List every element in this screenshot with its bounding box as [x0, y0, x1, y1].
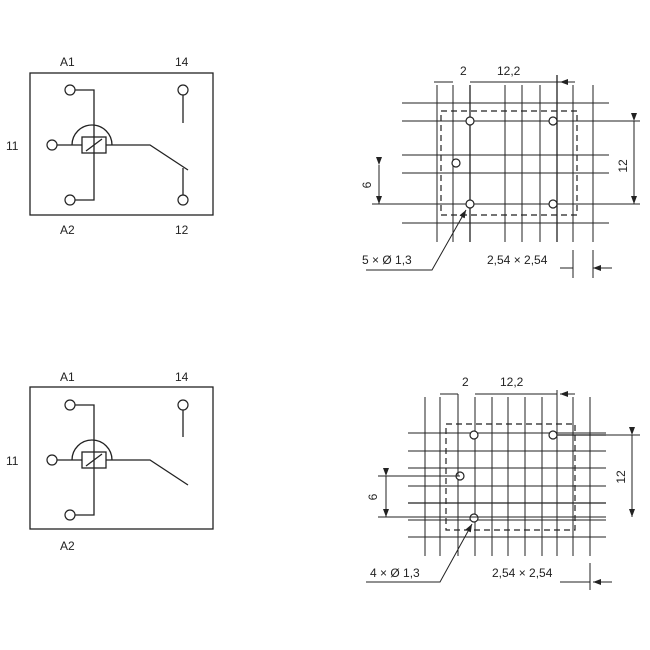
- label-a1: A1: [60, 55, 75, 69]
- relay-outline-dashed: [445, 423, 576, 531]
- dim-pitch-offset: 2: [462, 375, 469, 389]
- label-a1: A1: [60, 370, 75, 384]
- pin-holes: [451, 116, 558, 209]
- relay-housing-outline: [29, 386, 214, 530]
- dim-width: 12,2: [500, 375, 524, 389]
- grid-spec: 2,54 × 2,54: [487, 253, 548, 267]
- contact-terminals: [177, 399, 189, 437]
- dim-width: 12,2: [497, 64, 521, 78]
- grid: [408, 390, 606, 556]
- pcb-footprint-4-pin: 2 12,2 12 6 4 × Ø 1,3 2,54 × 2,54: [366, 375, 640, 590]
- grid: [372, 75, 640, 242]
- label-a2: A2: [60, 223, 75, 237]
- relay-housing-outline: [29, 72, 214, 216]
- label-14: 14: [175, 55, 189, 69]
- label-a2: A2: [60, 539, 75, 553]
- coil-symbol: [46, 399, 189, 521]
- dim-height: 12: [616, 159, 630, 173]
- dim-pitch-offset: 2: [460, 64, 467, 78]
- contact-terminals: [177, 84, 189, 206]
- pcb-footprint-5-pin: 2 12,2 12 6 5 × Ø 1,3 2,54 × 2,54: [360, 64, 640, 278]
- dim-half: 6: [366, 493, 380, 500]
- label-11: 11: [6, 139, 19, 153]
- schematic-make-contact: A1 14 11 A2: [6, 370, 214, 553]
- coil-symbol: [46, 84, 189, 206]
- label-12: 12: [175, 223, 189, 237]
- label-11: 11: [6, 454, 19, 468]
- dim-half: 6: [360, 181, 374, 188]
- hole-spec: 4 × Ø 1,3: [370, 566, 420, 580]
- dimensions: [366, 394, 640, 590]
- grid-spec: 2,54 × 2,54: [492, 566, 553, 580]
- dimensions: [366, 82, 640, 278]
- hole-spec: 5 × Ø 1,3: [362, 253, 412, 267]
- dim-height: 12: [614, 470, 628, 484]
- schematic-changeover: A1 14 11 A2 12: [6, 55, 214, 237]
- label-14: 14: [175, 370, 189, 384]
